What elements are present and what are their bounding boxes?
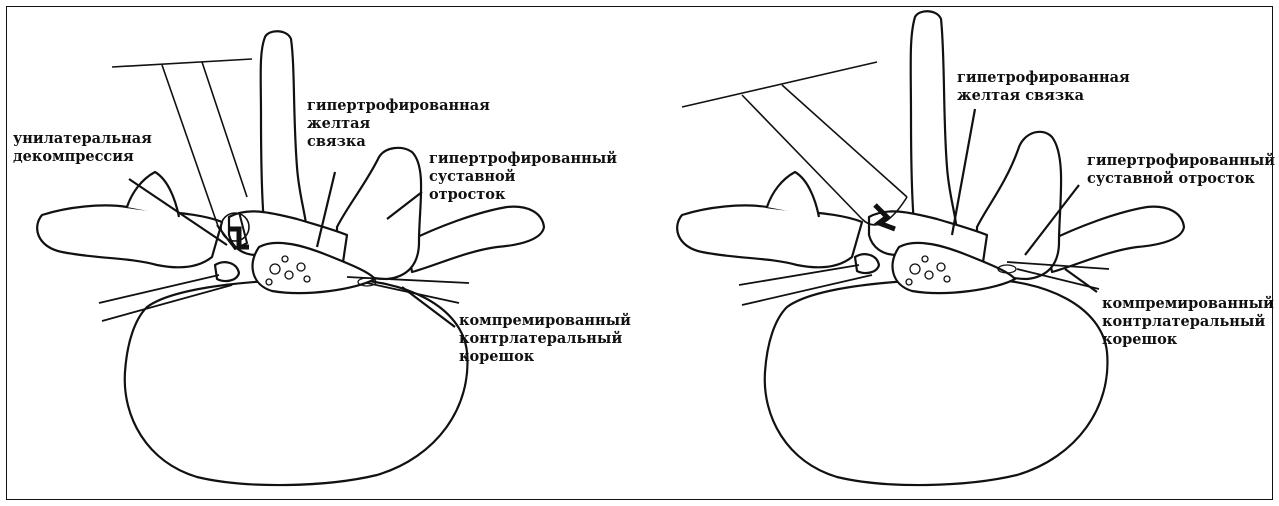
figure-frame: унилатеральная декомпрессия гипертрофиро… [6,6,1273,500]
right-label-hypertrophied-facet: гипертрофированный суставной отросток [1087,152,1275,188]
right-transverse-process [1047,207,1184,272]
left-transverse-process [37,205,222,267]
left-label-compressed-root: компремированный контрлатеральный корешо… [459,312,631,366]
facet-process [337,148,421,279]
spinous-process [911,11,957,240]
left-vertebra-illustration [7,7,647,501]
left-nerve-root [215,262,239,281]
spinous-process [261,31,307,240]
right-label-hypertrophied-ligament: гипетрофированная желтая связка [957,69,1130,105]
left-nerve-root [855,254,879,273]
right-transverse-process [407,207,544,272]
vertebral-body [125,279,468,485]
left-label-hypertrophied-ligament: гипертрофированная желтая связка [307,97,490,151]
right-label-compressed-root: компремированный контрлатеральный корешо… [1102,295,1274,349]
vertebral-body [765,279,1108,485]
facet-process [977,132,1061,279]
left-label-hypertrophied-facet: гипертрофированный суставной отросток [429,150,617,204]
left-label-unilateral-decompression: унилатеральная декомпрессия [13,130,152,166]
left-transverse-process [677,205,862,267]
